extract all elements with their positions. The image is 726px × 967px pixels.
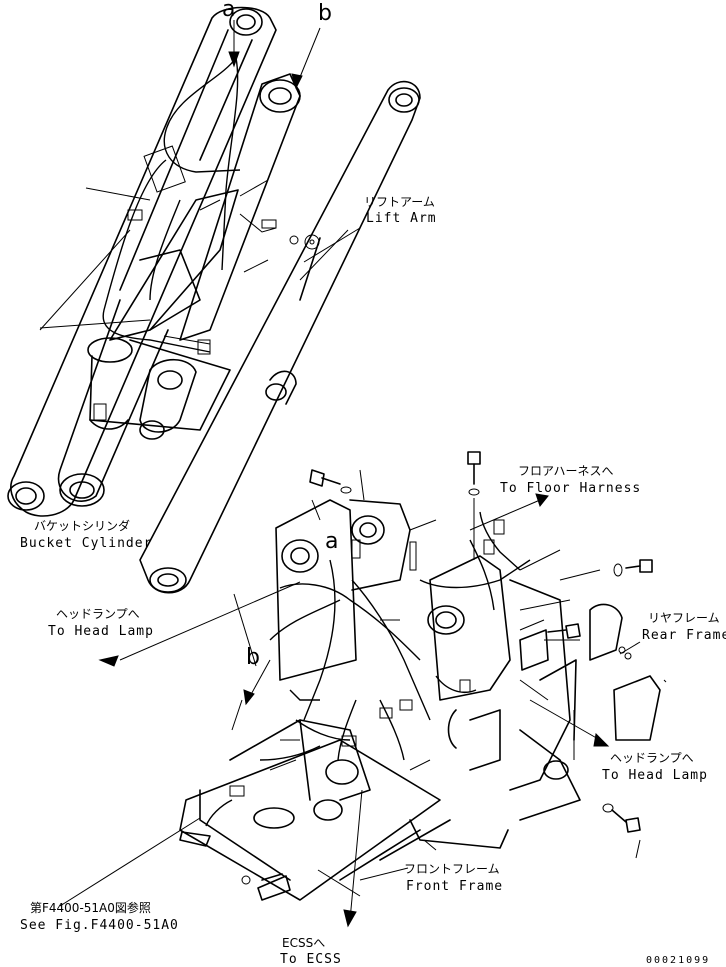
head-lamp-right-label-jp: ヘッドランプへ [610,751,694,765]
rear-frame [427,555,667,821]
front-frame-label-en: Front Frame [406,879,504,894]
floor-harness-label-jp: フロアハーネスへ [518,464,614,478]
rear-frame-label-en: Rear Frame [642,628,726,643]
lift-arm-leaders [199,179,361,281]
ref-mark-b-mid: b [246,645,261,670]
frame-leaders [269,469,601,851]
see-fig-label-jp: 第F4400-51A0図参照 [30,901,151,915]
bucket-cylinder [57,73,301,507]
right-lift-arm [139,80,421,594]
head-lamp-left-label-en: To Head Lamp [48,624,154,639]
see-fig-label-en: See Fig.F4400-51A0 [20,918,179,933]
lift-arm-harness [39,57,320,355]
lift-arm-label-en: Lift Arm [366,211,437,226]
bucket-cylinder-label-jp: バケットシリンダ [34,519,131,533]
head-lamp-right-label-en: To Head Lamp [602,768,708,783]
cross-tube [87,337,231,431]
front-frame [179,499,509,901]
figure-number: 00021099 [646,955,711,966]
label-arrows [59,493,641,928]
floor-harness-label-en: To Floor Harness [500,481,642,496]
front-frame-label-jp: フロントフレーム [404,862,500,876]
rear-frame-label-jp: リヤフレーム [648,611,720,625]
ref-mark-a-mid: a [325,529,340,554]
ref-mark-b-top: b [318,1,333,26]
lift-arm-label-jp: リフトアーム [364,195,435,209]
ref-arrows-top [228,20,321,731]
bucket-cylinder-label-en: Bucket Cylinder [20,536,153,551]
head-lamp-left-label-jp: ヘッドランプへ [56,607,140,621]
ref-mark-a-top: a [222,0,237,22]
fasteners [261,451,653,881]
ecss-label-en: To ECSS [280,952,342,967]
left-lift-arm [7,6,277,517]
ecss-label-jp: ECSSへ [282,936,326,950]
